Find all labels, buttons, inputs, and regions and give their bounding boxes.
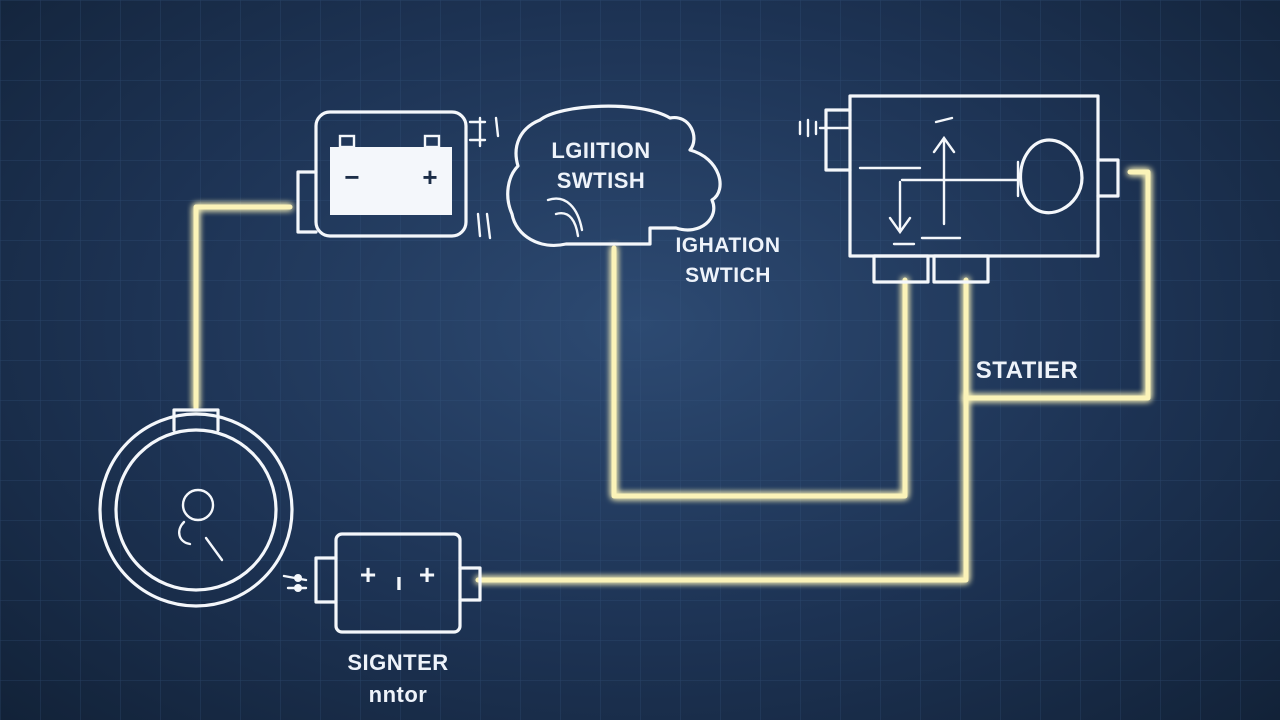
wires [193, 125, 1151, 583]
wire-ignition-loop [611, 245, 908, 499]
terminal-mark: ı [396, 569, 403, 596]
ignition-switch-label-line1: IGHATION [675, 234, 780, 257]
battery: − + [296, 110, 500, 240]
wire-starter-right-loop [963, 169, 1151, 401]
terminal-plus-right: + [419, 559, 435, 590]
wire-starter-to-solenoid [475, 277, 969, 583]
starter-motor [98, 408, 308, 608]
terminal-plus-left: + [360, 559, 376, 590]
ignition-switch: LGIITION SWTISH [506, 104, 850, 247]
ignition-switch-inner-label-line1: LGIITION [551, 138, 650, 163]
terminal-box: + ı + [314, 532, 482, 634]
starter-motor-label-line2: nntor [369, 682, 428, 707]
ignition-switch-inner-label-line2: SWTISH [557, 168, 646, 193]
battery-minus-symbol: − [344, 162, 359, 192]
starter-motor-label-line1: SIGNTER [347, 650, 448, 675]
ignition-switch-label-line2: SWTICH [685, 264, 771, 287]
starter-label: STATIER [976, 357, 1079, 384]
battery-plus-symbol: + [422, 162, 437, 192]
starter-relay [824, 94, 1120, 284]
wire-battery-to-motor [193, 204, 293, 411]
